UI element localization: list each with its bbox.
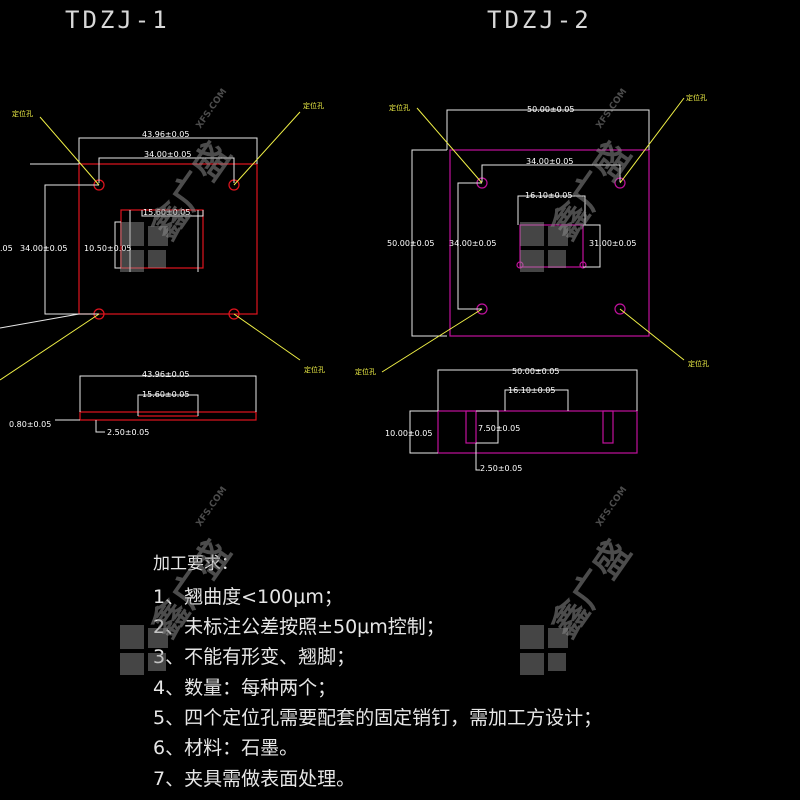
- left-dim-side-cut: .05: [0, 244, 13, 253]
- left-part-title: TDZJ-1: [65, 6, 170, 34]
- requirement-item: 3、不能有形变、翘脚；: [153, 646, 355, 668]
- left-dim-outer: 43.96±0.05: [142, 130, 189, 139]
- right-hole-label-br: 定位孔: [688, 359, 709, 368]
- requirement-item: 2、未标注公差按照±50μm控制；: [153, 616, 445, 638]
- right-dim-inner-width: 16.10±0.05: [525, 191, 572, 200]
- left-side-thickness: 0.80±0.05: [9, 420, 51, 429]
- right-side-depth: 2.50±0.05: [480, 464, 522, 473]
- watermark-logo: [520, 222, 568, 272]
- right-dim-inner-height: 31.00±0.05: [589, 239, 636, 248]
- watermark-logo: [120, 625, 168, 675]
- watermark-logo: [120, 222, 168, 272]
- right-hole-label-tr: 定位孔: [686, 93, 707, 102]
- right-side-height: 10.00±0.05: [385, 429, 432, 438]
- right-hole-label-tl: 定位孔: [389, 103, 410, 112]
- left-dim-side-mid: 34.00±0.05: [20, 244, 67, 253]
- right-part-title: TDZJ-2: [487, 6, 592, 34]
- right-dim-hole-span: 34.00±0.05: [526, 157, 573, 166]
- right-dim-outer: 50.00±0.05: [527, 105, 574, 114]
- left-hole-label-tr: 定位孔: [303, 101, 324, 110]
- left-side-view: [55, 375, 257, 433]
- left-hole-label-tl: 定位孔: [12, 109, 33, 118]
- left-dim-inner-width: 15.60±0.05: [143, 208, 190, 217]
- right-hole-leaders: [381, 97, 685, 373]
- requirement-item: 4、数量：每种两个；: [153, 677, 336, 699]
- right-dim-left-outer: 50.00±0.05: [387, 239, 434, 248]
- watermark-site: XFS.COM: [595, 485, 630, 529]
- left-side-inner: 15.60±0.05: [142, 390, 189, 399]
- watermark-site: XFS.COM: [595, 87, 630, 131]
- watermark-site: XFS.COM: [195, 87, 230, 131]
- left-side-outer: 43.96±0.05: [142, 370, 189, 379]
- right-top-view: [411, 109, 650, 337]
- requirement-item: 6、材料：石墨。: [153, 737, 298, 759]
- right-dim-left-mid: 34.00±0.05: [449, 239, 496, 248]
- left-dim-hole-span: 34.00±0.05: [144, 150, 191, 159]
- left-hole-label-br: 定位孔: [304, 365, 325, 374]
- requirement-item: 7、夹具需做表面处理。: [153, 768, 355, 790]
- left-top-view: [0, 137, 258, 329]
- right-side-outer: 50.00±0.05: [512, 367, 559, 376]
- right-side-view: [409, 369, 638, 471]
- watermark-site: XFS.COM: [195, 485, 230, 529]
- requirements-heading: 加工要求：: [153, 554, 238, 574]
- left-side-depth: 2.50±0.05: [107, 428, 149, 437]
- requirement-item: 5、四个定位孔需要配套的固定销钉，需加工方设计；: [153, 707, 602, 729]
- left-dim-inner-height: 10.50±0.05: [84, 244, 131, 253]
- left-hole-leaders: [0, 111, 301, 381]
- requirement-item: 1、翘曲度<100μm；: [153, 586, 343, 608]
- watermark-logo: [520, 625, 568, 675]
- right-side-mid: 7.50±0.05: [478, 424, 520, 433]
- watermark-brand: 鑫广盛: [544, 533, 640, 645]
- right-hole-label-bl: 定位孔: [355, 367, 376, 376]
- right-side-inner: 16.10±0.05: [508, 386, 555, 395]
